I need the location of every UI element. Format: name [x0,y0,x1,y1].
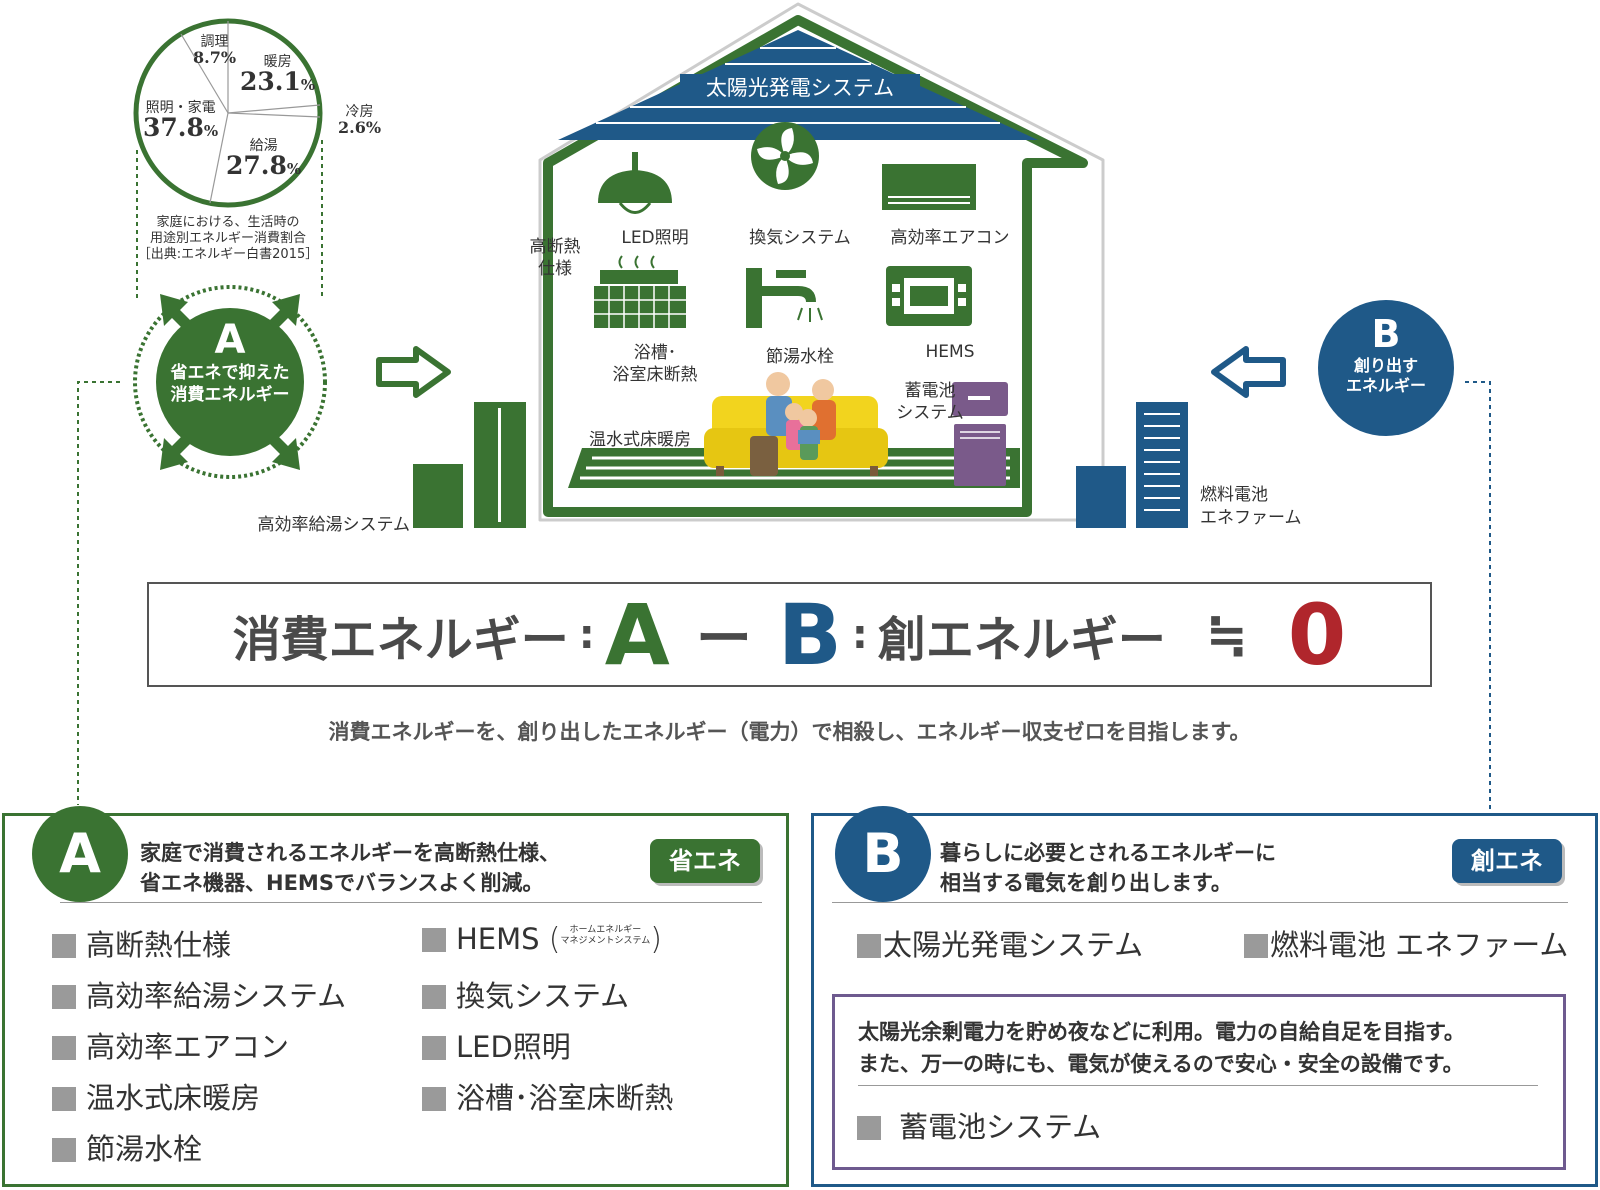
formula-box [147,582,1432,687]
panel-a-item-hems: HEMS (ホームエネルギーマネジメントシステム) [422,922,662,957]
water-heater-tank-small [413,464,463,528]
floor-heating-label: 温水式床暖房 [589,430,691,450]
aircon-icon [882,164,976,210]
bath-label: 浴槽･浴室床断熱 [612,343,698,385]
panel-a-item: 高断熱仕様 [52,922,231,964]
panel-b [811,813,1598,1187]
pie-label-heating: 暖房 23.1% [240,54,316,96]
panel-b-divider [832,902,1568,903]
circle-a-graphic [133,285,327,479]
water-heater-label: 高効率給湯システム [257,515,411,535]
panel-a-item: 浴槽･浴室床断熱 [422,1075,674,1117]
panel-b-letter: B [835,806,931,902]
ventilation-fan-icon [751,122,819,190]
arrow-right-icon [376,346,451,398]
formula-a: A [604,585,670,684]
panel-a-letter: A [32,806,128,902]
panel-a-badge: 省エネ [650,839,760,883]
panel-a-item: 換気システム [422,973,629,1015]
battery-label: 蓄電池システム [896,381,964,423]
panel-a-item: 節湯水栓 [52,1126,202,1168]
panel-a-item: 高効率エアコン [52,1024,289,1066]
fuel-cell-unit-tall [1136,402,1188,528]
circle-a-text: A 省エネで抑えた 消費エネルギー [170,317,290,405]
solar-system-label: 太陽光発電システム [705,76,895,100]
formula-right: 創エネルギー [877,611,1166,668]
arrow-left-icon [1211,346,1286,398]
panel-a-item: LED照明 [422,1024,571,1066]
panel-b-desc: 暮らしに必要とされるエネルギーに相当する電気を創り出します。 [940,841,1276,895]
vent-label: 換気システム [749,228,851,248]
formula: 消費エネルギー : A ー B : 創エネルギー ≒ 0 [232,585,1347,684]
faucet-label: 節湯水栓 [766,347,834,367]
formula-zero: 0 [1287,585,1347,684]
bathtub-icon [594,255,686,328]
pie-label-hot-water: 給湯 27.8% [226,138,302,180]
house-illustration [538,2,1105,522]
panel-b-sub-divider [858,1085,1538,1086]
fuel-cell-unit-small [1076,466,1126,528]
panel-a-item: 高効率給湯システム [52,973,346,1015]
panel-a-divider [60,902,762,903]
aircon-label: 高効率エアコン [890,228,1010,248]
insulation-label: 高断熱仕様 [529,237,581,279]
pie-label-cooling: 冷房 2.6% [338,104,382,137]
panel-b-sub-item: 蓄電池システム [857,1104,1101,1146]
panel-a-item: 温水式床暖房 [52,1075,260,1117]
led-label: LED照明 [621,228,689,248]
hems-monitor-icon [886,266,972,326]
storage-battery-icon [952,382,1008,486]
led-lamp-icon [598,152,672,214]
panel-b-badge: 創エネ [1452,839,1562,883]
formula-left: 消費エネルギー [232,611,569,668]
energy-pie-chart [133,18,323,208]
water-heater-tank-tall [474,402,526,528]
hems-label: HEMS [925,342,975,362]
panel-b-sub-desc: 太陽光余剰電力を貯め夜などに利用。電力の自給自足を目指す。また、万一の時にも、電… [858,1020,1465,1076]
pie-caption: 家庭における、生活時の 用途別エネルギー消費割合 ［出典:エネルギー白書2015… [137,215,319,262]
panel-a [2,813,789,1187]
family-on-sofa-illustration [704,372,888,476]
faucet-icon [746,268,823,328]
pie-label-lighting: 照明・家電 37.8% [143,100,219,142]
formula-subtitle: 消費エネルギーを、創り出したエネルギー（電力）で相殺し、エネルギー収支ゼロを目指… [328,720,1251,744]
panel-b-item: 太陽光発電システム [857,922,1143,964]
panel-b-item: 燃料電池 エネファーム [1244,922,1568,964]
dashed-connectors [77,140,1491,812]
fuel-cell-label: 燃料電池エネファーム [1200,485,1302,528]
formula-b: B [777,585,842,684]
pie-label-cooking: 調理 8.7% [193,34,237,67]
panel-a-desc: 家庭で消費されるエネルギーを高断熱仕様、省エネ機器、HEMSでバランスよく削減。 [140,841,560,895]
circle-b: B 創り出す エネルギー [1318,300,1454,436]
panel-b-subbox [832,994,1566,1170]
